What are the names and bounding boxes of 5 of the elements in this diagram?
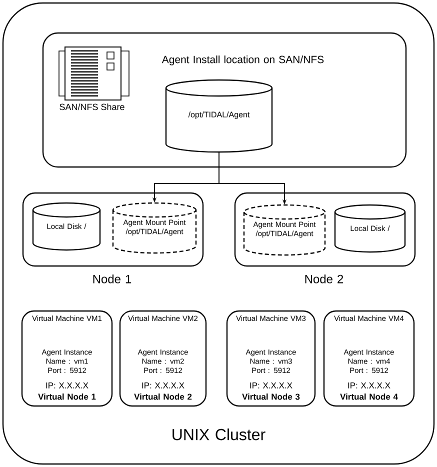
caption: SAN/NFS Share — [60, 104, 124, 110]
node-label: /opt/TIDAL/Agent — [188, 112, 250, 119]
node-label: Node 1 — [93, 274, 132, 284]
node-label: Node 2 — [305, 274, 344, 284]
disk-cylinder: /opt/TIDAL/Agent — [165, 79, 273, 153]
